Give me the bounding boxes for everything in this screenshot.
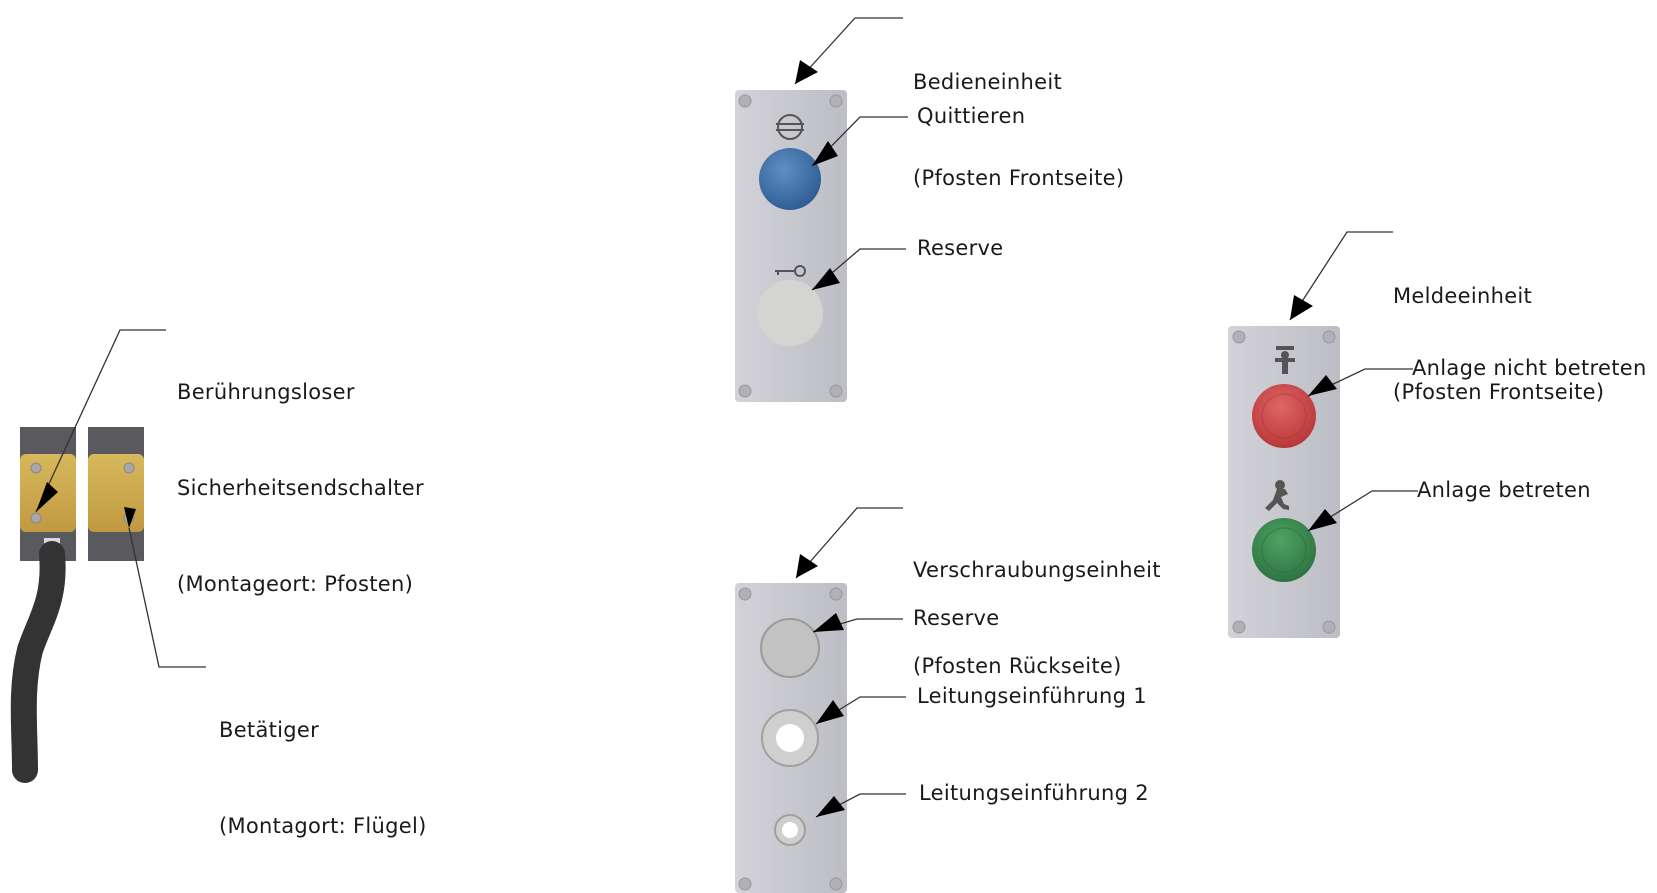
key-icon [775, 265, 806, 277]
control-unit-label-line1: Bedieneinheit [913, 70, 1062, 94]
gland-unit-label-line1: Verschraubungseinheit [913, 558, 1161, 582]
cable-entry-1-label: Leitungseinführung 1 [917, 684, 1147, 708]
cable-entry-2-label: Leitungseinführung 2 [919, 781, 1149, 805]
screw [1322, 330, 1336, 344]
enter-lamp [1252, 518, 1316, 582]
reserve-top-label: Reserve [917, 236, 1004, 260]
reserve-gland-cap [760, 618, 820, 678]
do-not-enter-label: Anlage nicht betreten [1412, 356, 1647, 380]
screw [829, 587, 843, 601]
actuator-label-line1: Betätiger [219, 718, 320, 742]
signal-unit-label: Meldeeinheit (Pfosten Frontseite) [1393, 216, 1604, 440]
screw [829, 877, 843, 891]
screw [1232, 620, 1246, 634]
sensor-label-line3: (Montageort: Pfosten) [177, 572, 414, 596]
screw [30, 512, 42, 524]
safety-switch-assembly [10, 427, 144, 783]
signal-unit-label-line2: (Pfosten Frontseite) [1393, 380, 1605, 404]
acknowledge-symbol-icon [776, 114, 804, 140]
cable-gland-1-opening [776, 724, 804, 752]
screw [1232, 330, 1246, 344]
control-unit-label: Bedieneinheit (Pfosten Frontseite) [913, 2, 1124, 226]
screw [738, 384, 752, 398]
acknowledge-button[interactable] [759, 148, 821, 210]
sensor-label: Berührungsloser Sicherheitsendschalter (… [177, 312, 424, 632]
screw [829, 94, 843, 108]
sensor-label-line2: Sicherheitsendschalter [177, 476, 424, 500]
actuator-label: Betätiger (Montagort: Flügel) [219, 650, 427, 874]
gland-unit-label: Verschraubungseinheit (Pfosten Rückseite… [913, 490, 1161, 714]
reserve-button[interactable] [757, 280, 823, 346]
screw [1322, 620, 1336, 634]
screw [738, 877, 752, 891]
control-panel-plate [735, 90, 847, 402]
cable-gland-2-opening [782, 822, 798, 838]
lamp-ring [1261, 393, 1307, 439]
lamp-ring [1261, 527, 1307, 573]
sensor-label-line1: Berührungsloser [177, 380, 355, 404]
control-unit-label-line2: (Pfosten Frontseite) [913, 166, 1125, 190]
actuator-label-line2: (Montagort: Flügel) [219, 814, 427, 838]
reserve-bottom-label: Reserve [913, 606, 1000, 630]
walking-man-icon [1265, 480, 1289, 511]
control-unit-panel [735, 90, 847, 402]
do-not-enter-lamp [1252, 384, 1316, 448]
signal-unit-panel [1228, 326, 1340, 638]
signal-unit-label-line1: Meldeeinheit [1393, 284, 1533, 308]
screw [829, 384, 843, 398]
actuator-plate [88, 454, 144, 532]
screw [738, 587, 752, 601]
screw [738, 94, 752, 108]
cable [10, 541, 66, 783]
standing-man-icon [1275, 346, 1295, 374]
acknowledge-label: Quittieren [917, 104, 1026, 128]
gland-unit-label-line2: (Pfosten Rückseite) [913, 654, 1122, 678]
leader-arrowheads [36, 60, 1337, 817]
screw [123, 462, 135, 474]
screw [30, 462, 42, 474]
enter-label: Anlage betreten [1417, 478, 1591, 502]
